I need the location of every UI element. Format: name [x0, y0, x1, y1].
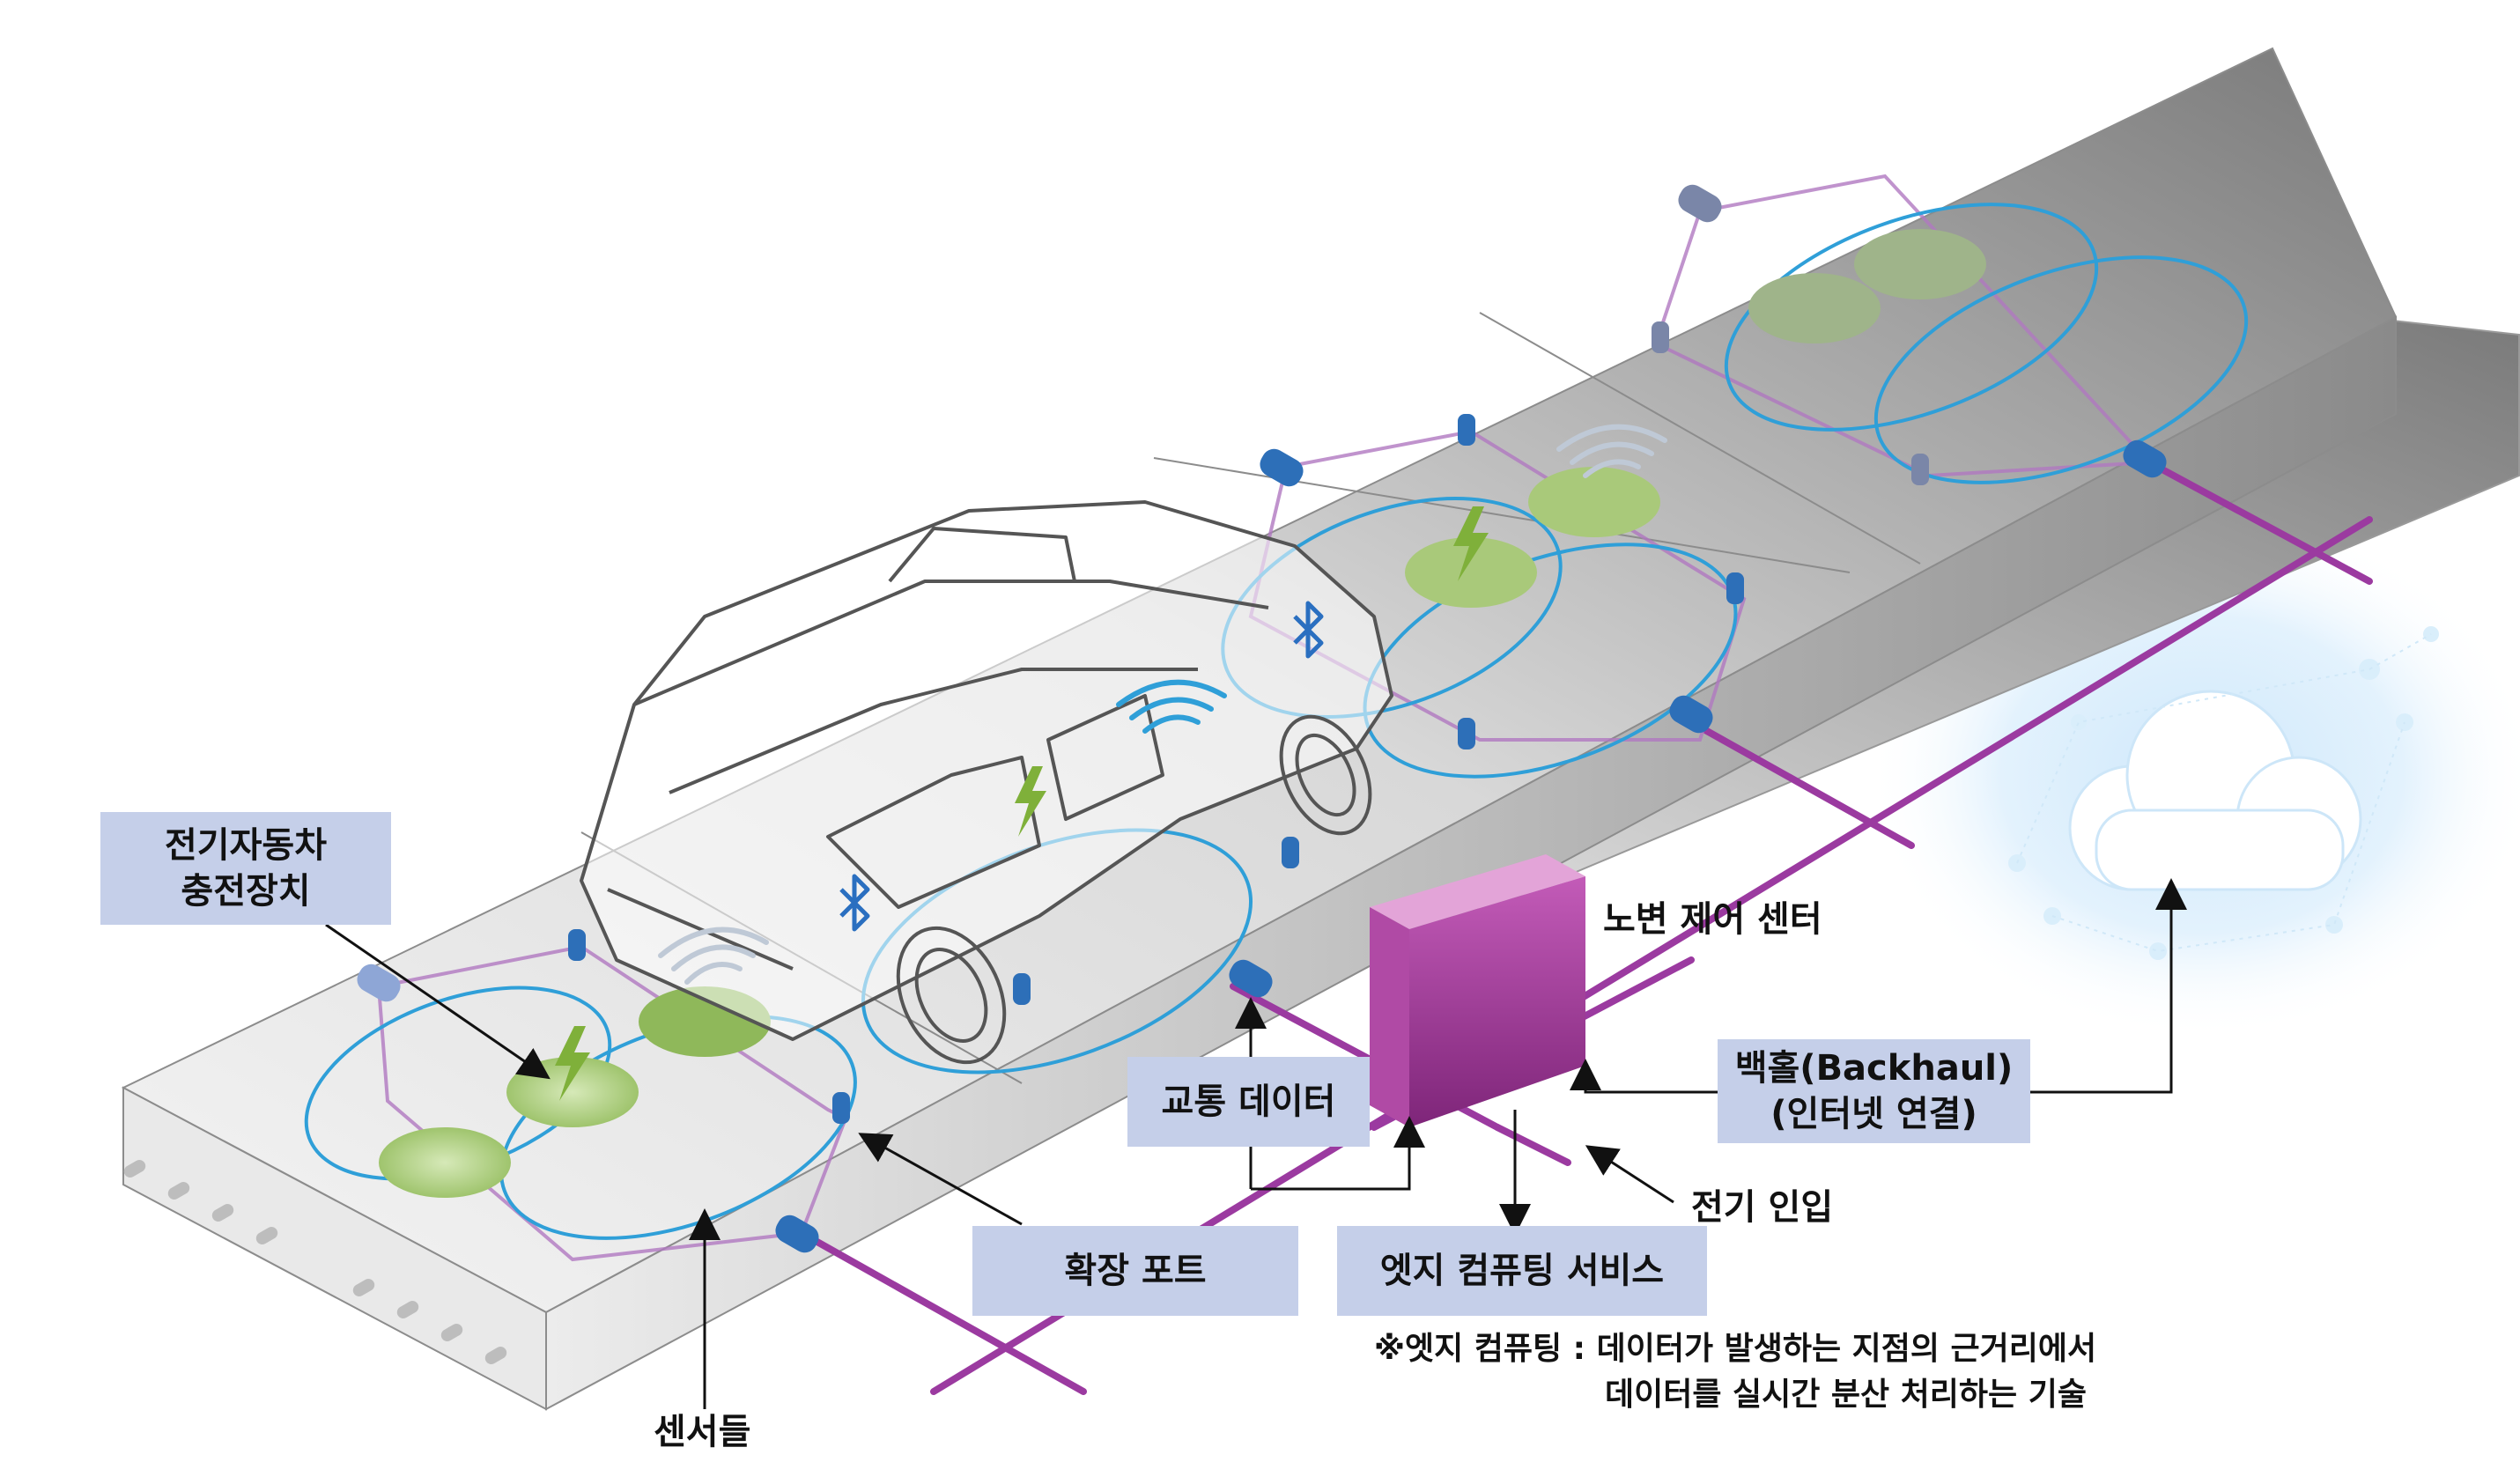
- label-ev-charger-line2: 충전장치: [181, 871, 311, 912]
- label-backhaul: 백홀(Backhaul) (인터넷 연결): [1718, 1039, 2030, 1143]
- roadside-control-cabinet: [1370, 854, 1585, 1127]
- expansion-port-device: [775, 1215, 819, 1253]
- charging-pads: [379, 229, 1986, 1198]
- wifi-icon: [1556, 424, 1667, 478]
- charging-pad: [1528, 467, 1660, 537]
- expansion-port-device: [1669, 695, 1713, 734]
- charging-pad: [1854, 229, 1986, 299]
- sensors: [357, 184, 2167, 1253]
- label-ev-charger: 전기자동차 충전장치: [100, 812, 391, 925]
- bluetooth-icon: [839, 874, 870, 932]
- bluetooth-icon: [1293, 601, 1324, 659]
- footnote-line2: 데이터를 실시간 분산 처리하는 기술: [1605, 1377, 2087, 1413]
- label-traffic-data: 교통 데이터: [1127, 1057, 1370, 1147]
- expansion-port-device: [2123, 439, 2167, 478]
- expansion-port-device: [1678, 184, 1722, 223]
- label-expansion-port: 확장 포트: [972, 1226, 1298, 1316]
- charging-pad: [1405, 537, 1537, 608]
- sensor: [1726, 572, 1744, 604]
- sensor: [1282, 837, 1299, 868]
- sensor: [568, 929, 586, 961]
- sensor: [1911, 454, 1929, 485]
- wifi-icon: [658, 927, 769, 985]
- label-expansion-port-text: 확장 포트: [1064, 1251, 1207, 1291]
- sensor: [1458, 718, 1475, 749]
- expansion-port-device: [1260, 448, 1304, 487]
- charging-pad: [1748, 273, 1881, 343]
- expansion-port-device: [1229, 959, 1273, 998]
- front-bolts: [123, 1160, 507, 1364]
- label-ev-charger-line1: 전기자동차: [165, 825, 327, 866]
- label-power-in: 전기 인입: [1691, 1187, 1834, 1228]
- label-sensors: 센서들: [654, 1412, 751, 1452]
- lightning-icon: [1015, 766, 1046, 837]
- sensor: [1652, 321, 1669, 353]
- footnote-line1: ※엣지 컴퓨팅 : 데이터가 발생하는 지점의 근거리에서: [1374, 1331, 2097, 1367]
- sensor: [1013, 973, 1031, 1005]
- charging-pad: [379, 1127, 511, 1198]
- label-traffic-data-text: 교통 데이터: [1161, 1082, 1336, 1122]
- label-edge-service-text: 엣지 컴퓨팅 서비스: [1379, 1251, 1665, 1291]
- label-roadside-center: 노변 제어 센터: [1603, 899, 1822, 940]
- sensor: [832, 1092, 850, 1124]
- label-backhaul-line1: 백홀(Backhaul): [1734, 1048, 2014, 1089]
- cloud-icon: [2068, 690, 2362, 891]
- lightning-icon: [1453, 506, 1489, 581]
- label-edge-service: 엣지 컴퓨팅 서비스: [1337, 1226, 1707, 1316]
- sensor: [1458, 414, 1475, 446]
- wifi-icon: [1116, 679, 1227, 734]
- label-backhaul-line2: (인터넷 연결): [1770, 1094, 1977, 1134]
- expansion-port-device: [357, 964, 401, 1002]
- lightning-icon: [555, 1026, 590, 1101]
- electric-car: [580, 500, 1393, 1065]
